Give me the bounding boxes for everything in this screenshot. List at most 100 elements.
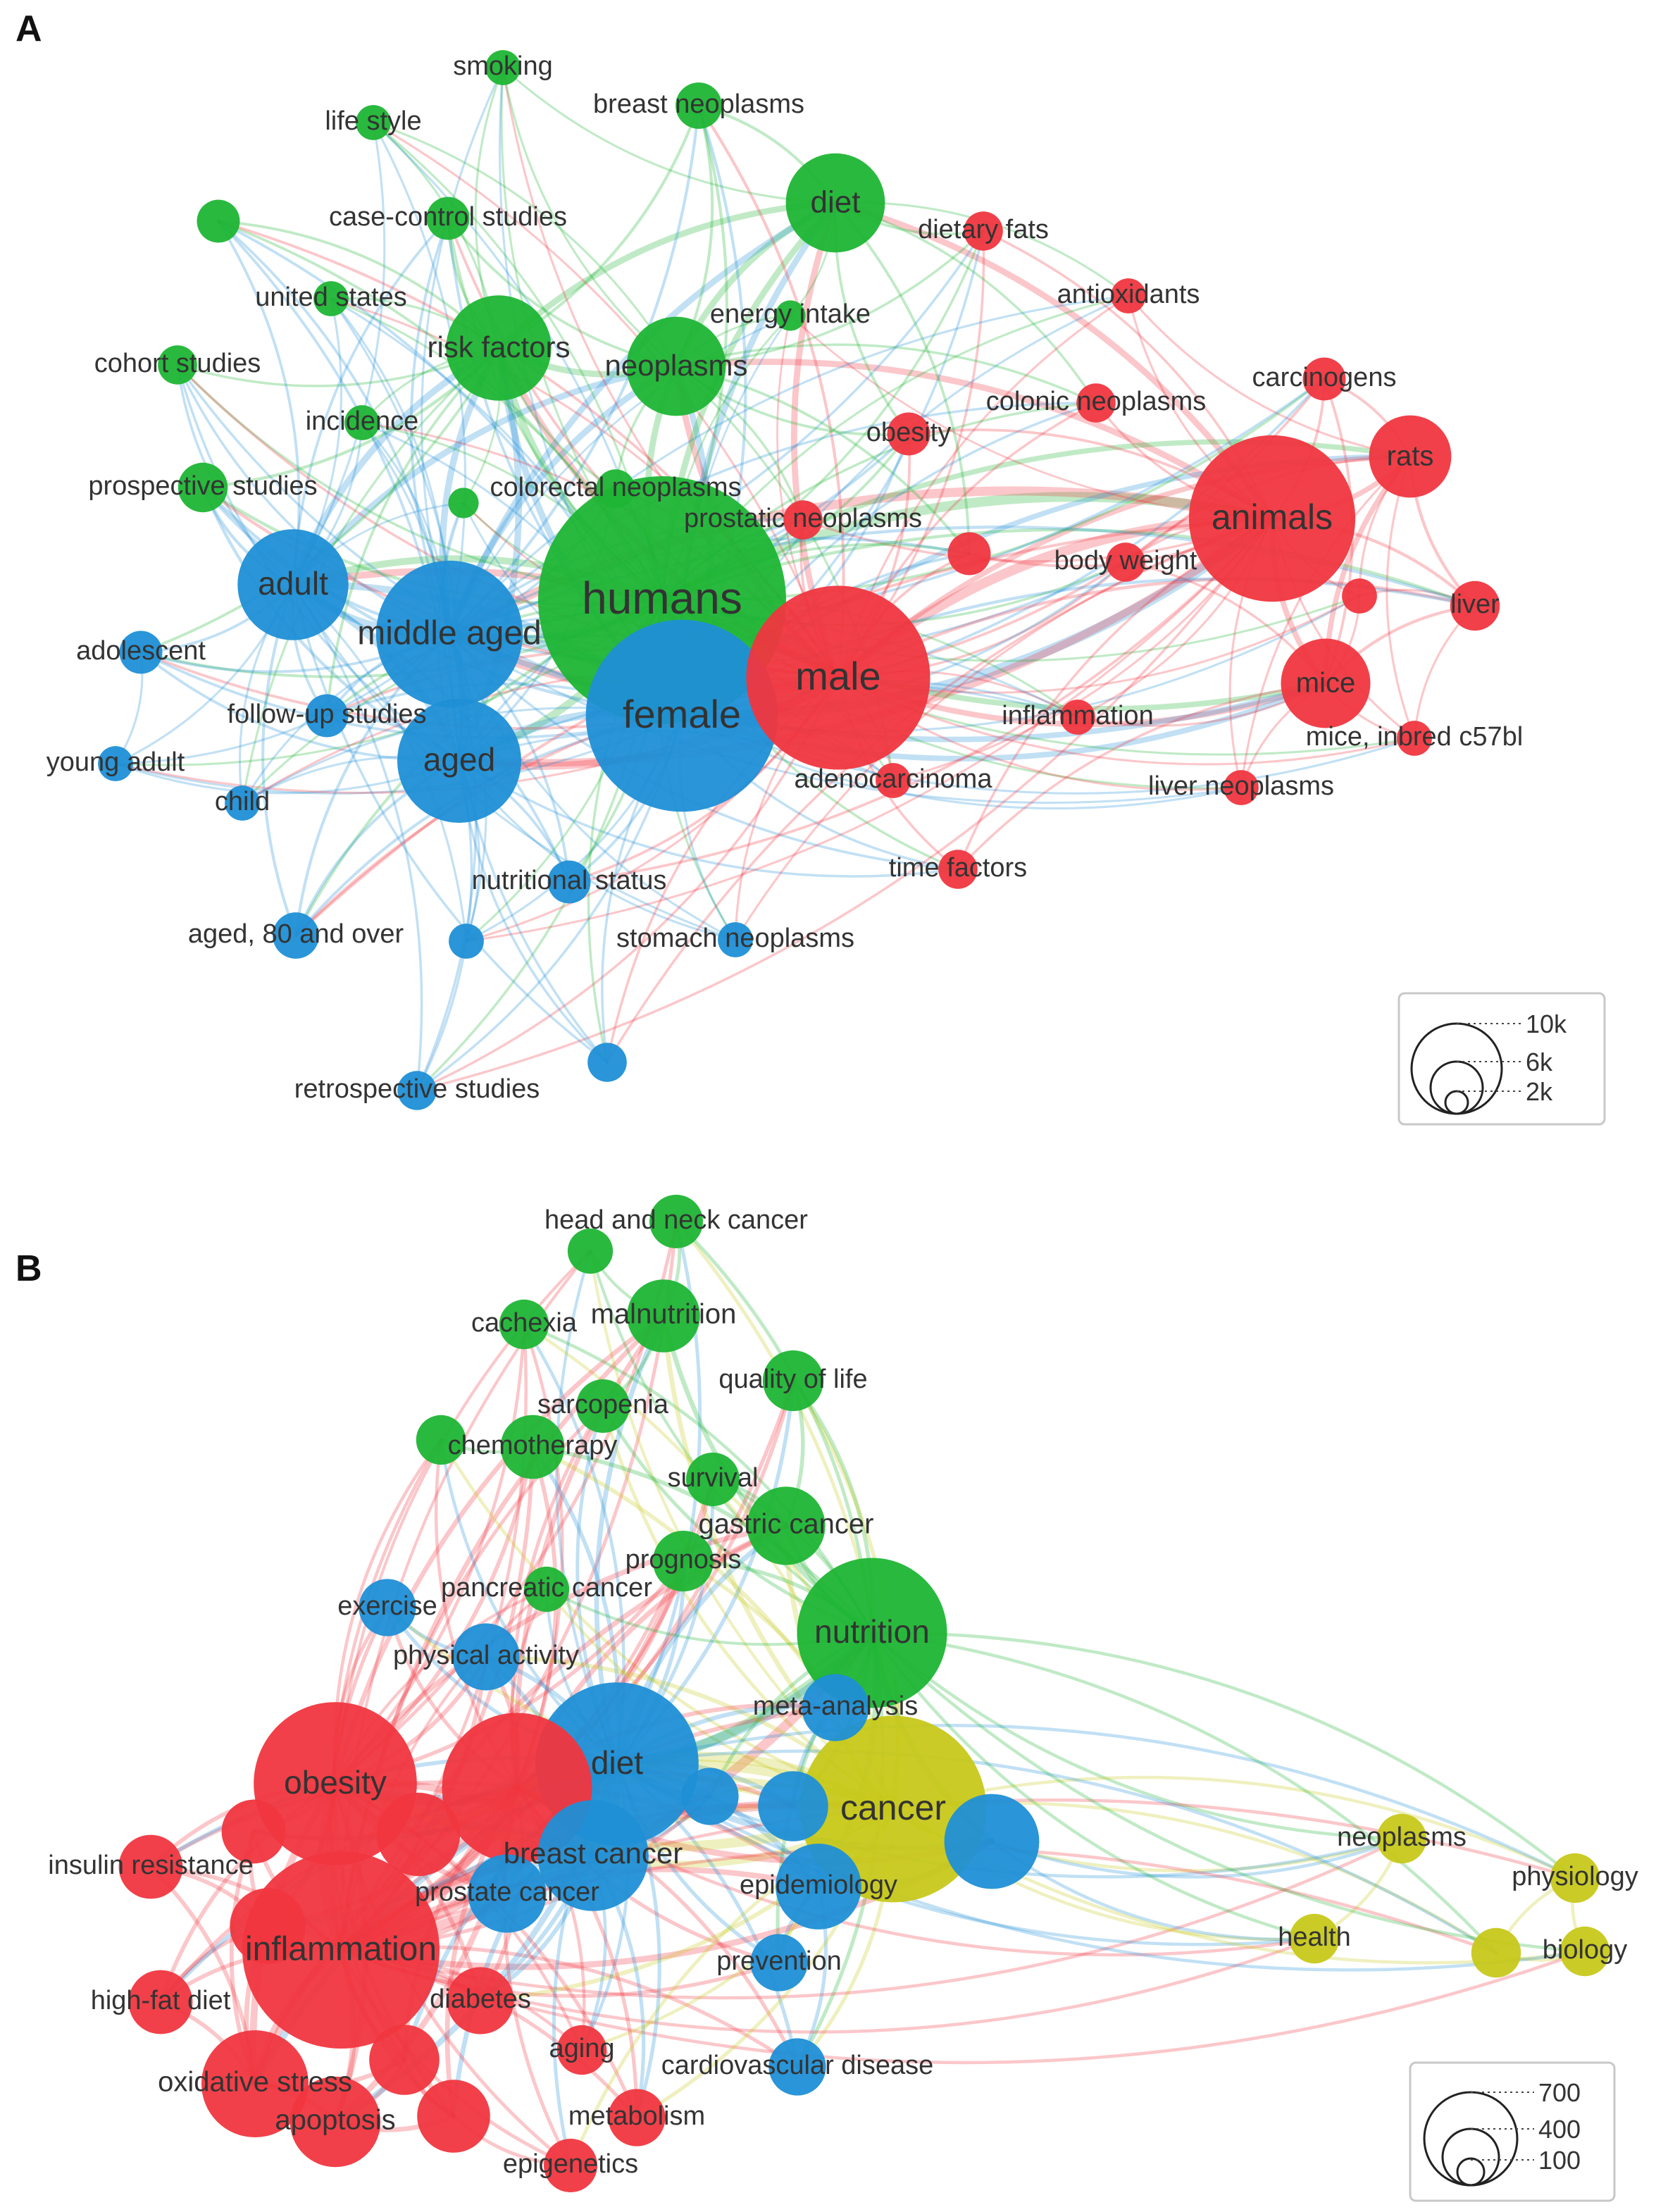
node-aged bbox=[397, 699, 521, 823]
node-sarcopenia bbox=[576, 1379, 630, 1433]
label-physiology: physiology bbox=[1512, 1862, 1638, 1891]
network-edge bbox=[870, 1631, 1404, 1841]
label-prostate-cancer: prostate cancer bbox=[415, 1877, 599, 1907]
label-child: child bbox=[215, 787, 270, 816]
node-cachexia bbox=[499, 1299, 549, 1350]
node-g-unl1 bbox=[197, 199, 240, 243]
node-b-unl2 bbox=[587, 1043, 627, 1082]
network-edge bbox=[957, 682, 1327, 871]
node-b-unlB2 bbox=[758, 1771, 828, 1841]
network-edge bbox=[870, 1631, 1577, 1880]
node-cohort-studies bbox=[158, 345, 197, 385]
node-metabolism bbox=[608, 2089, 666, 2146]
node-b-unl1 bbox=[449, 924, 484, 959]
node-life-style bbox=[356, 105, 391, 140]
panel-b-nodes bbox=[118, 1195, 1610, 2192]
network-edge bbox=[292, 583, 423, 1092]
node-malnutrition bbox=[627, 1279, 700, 1353]
label-diet-b: diet bbox=[591, 1744, 643, 1781]
label-head-neck: head and neck cancer bbox=[544, 1205, 808, 1235]
node-apoptosis bbox=[290, 2076, 381, 2168]
label-female: female bbox=[623, 692, 741, 736]
network-edge bbox=[870, 1631, 1316, 1941]
node-stomach bbox=[718, 922, 753, 957]
label-life-style: life style bbox=[325, 106, 421, 136]
node-exercise bbox=[359, 1579, 416, 1636]
network-edge bbox=[448, 633, 1243, 804]
node-biology bbox=[1559, 1926, 1610, 1977]
label-cancer: cancer bbox=[840, 1788, 946, 1827]
label-stomach: stomach neoplasms bbox=[616, 924, 854, 953]
node-high-fat bbox=[128, 1970, 193, 2034]
node-prostatic bbox=[783, 500, 823, 540]
node-r-unl1 bbox=[947, 532, 991, 576]
label-liver: liver bbox=[1450, 590, 1500, 619]
network-edge bbox=[421, 66, 504, 635]
node-insulin bbox=[118, 1834, 183, 1899]
node-mice bbox=[1281, 638, 1371, 728]
node-neoplasms-b bbox=[1376, 1813, 1427, 1864]
node-physical-activity bbox=[452, 1623, 520, 1691]
label-obesity-b: obesity bbox=[284, 1764, 387, 1801]
label-health: health bbox=[1278, 1922, 1351, 1952]
legend-value-large: 700 bbox=[1538, 2078, 1581, 2107]
node-r-unlB3 bbox=[230, 1888, 306, 1964]
legend-value-small: 2k bbox=[1526, 1077, 1553, 1106]
network-edge bbox=[458, 759, 959, 878]
label-exercise: exercise bbox=[337, 1591, 437, 1621]
network-edge bbox=[834, 201, 971, 555]
label-oxidative: oxidative stress bbox=[158, 2067, 352, 2098]
network-edge bbox=[325, 347, 500, 717]
label-quality-life: quality of life bbox=[718, 1365, 867, 1394]
node-rats bbox=[1369, 415, 1452, 498]
node-retrospective bbox=[397, 1071, 437, 1110]
label-aged80: aged, 80 and over bbox=[188, 919, 404, 949]
panel-b-label: B bbox=[15, 1248, 42, 1289]
label-young-adult: young adult bbox=[46, 747, 185, 777]
node-adenocarcinoma bbox=[876, 763, 911, 798]
label-incidence: incidence bbox=[306, 406, 419, 436]
node-colonic bbox=[1076, 383, 1116, 423]
node-neoplasms bbox=[626, 316, 726, 416]
label-prognosis: prognosis bbox=[625, 1545, 742, 1574]
node-chemotherapy bbox=[500, 1415, 565, 1479]
label-aged: aged bbox=[423, 741, 495, 778]
label-survival: survival bbox=[668, 1463, 759, 1493]
node-head-neck bbox=[649, 1195, 703, 1248]
node-breast-neoplasms bbox=[676, 82, 722, 129]
network-edge bbox=[139, 347, 500, 654]
panel-a-label: A bbox=[15, 8, 42, 49]
node-body-weight bbox=[1106, 542, 1145, 582]
node-prognosis bbox=[652, 1530, 714, 1592]
node-aged80 bbox=[273, 912, 319, 959]
label-nutritional-status: nutritional status bbox=[472, 866, 667, 895]
label-sarcopenia: sarcopenia bbox=[537, 1390, 669, 1419]
label-mice-inbred: mice, inbred c57bl bbox=[1306, 722, 1523, 752]
label-carcinogens: carcinogens bbox=[1252, 363, 1397, 392]
label-adenocarcinoma: adenocarcinoma bbox=[795, 764, 993, 794]
label-case-control: case-control studies bbox=[329, 202, 567, 232]
label-diabetes: diabetes bbox=[430, 1984, 531, 2014]
node-cardiovascular bbox=[768, 2038, 826, 2096]
network-edge bbox=[990, 1837, 1404, 1879]
network-edge bbox=[332, 1313, 666, 1787]
node-r-unl2 bbox=[1342, 578, 1377, 614]
node-r-unlB2 bbox=[376, 1792, 461, 1877]
node-b-unlB3 bbox=[944, 1794, 1040, 1889]
network-edge bbox=[292, 121, 386, 586]
label-nutrition: nutrition bbox=[814, 1613, 930, 1650]
node-inflammation bbox=[1060, 700, 1095, 735]
legend-value-large: 10k bbox=[1526, 1009, 1567, 1038]
node-epigenetics bbox=[544, 2139, 597, 2192]
node-male bbox=[746, 585, 930, 770]
node-colorectal bbox=[596, 469, 635, 509]
node-carcinogens bbox=[1302, 357, 1346, 401]
label-united-states: united states bbox=[255, 282, 406, 312]
node-dietary-fats bbox=[964, 211, 1003, 251]
panel-b-legend-box bbox=[1409, 2061, 1616, 2202]
node-b-unlB1 bbox=[681, 1767, 739, 1825]
label-follow-up: follow-up studies bbox=[227, 700, 426, 729]
network-edge bbox=[416, 517, 1274, 1092]
node-child bbox=[225, 785, 260, 821]
